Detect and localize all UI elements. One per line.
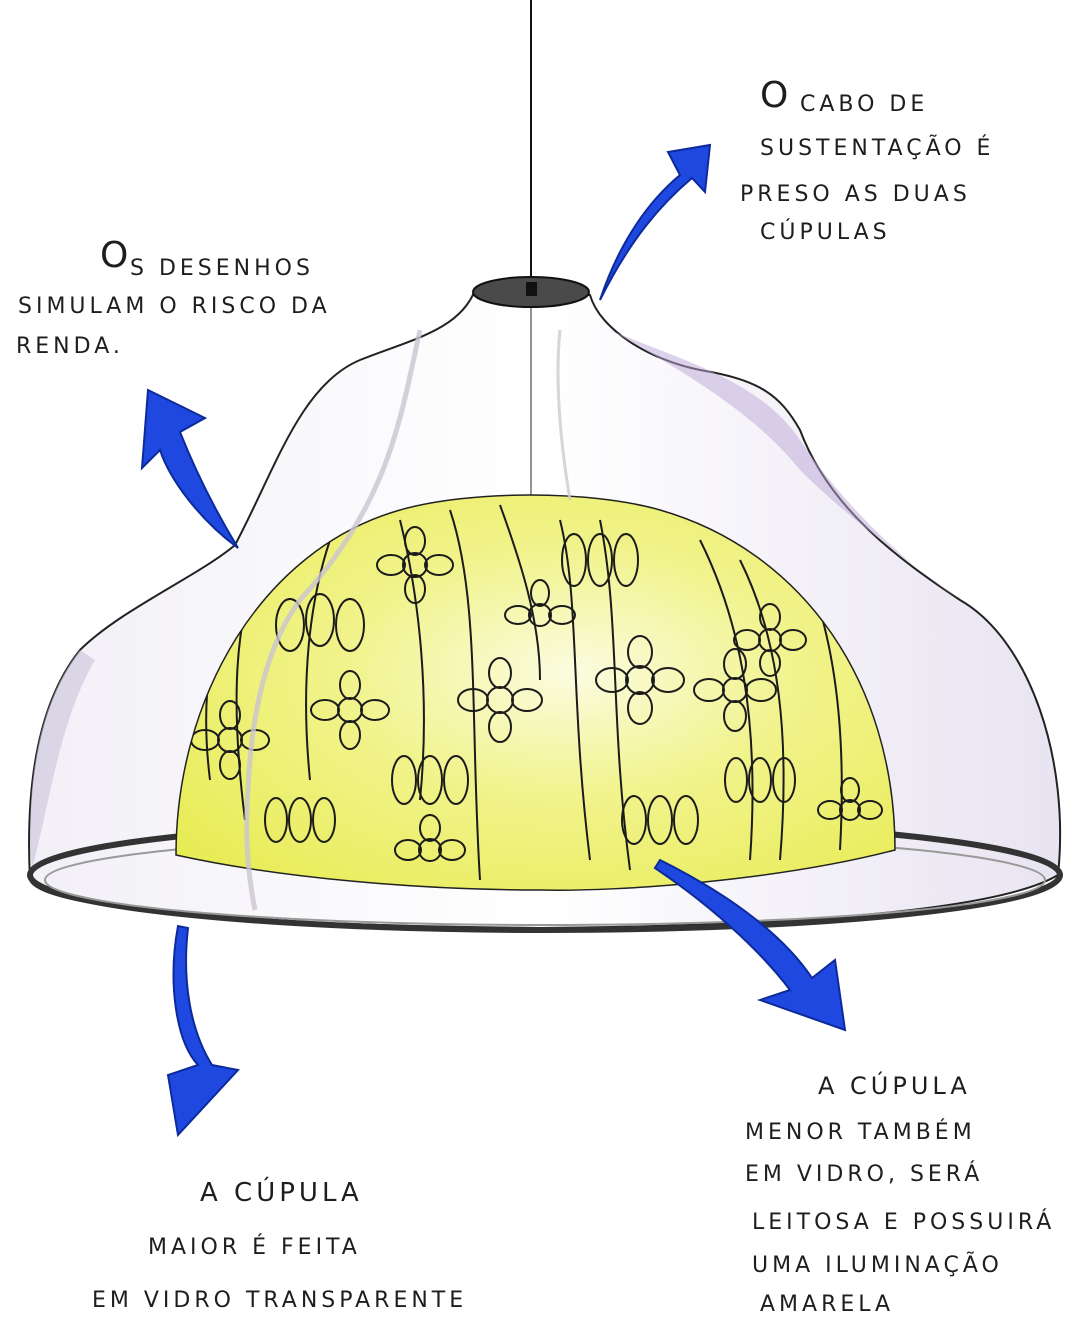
outer-dome-line-3: EM VIDRO TRANSPARENTE bbox=[92, 1290, 467, 1312]
inner-dome-line-2: MENOR TAMBÉM bbox=[745, 1122, 976, 1144]
inner-dome-line-3: EM VIDRO, SERÁ bbox=[745, 1164, 983, 1186]
arrow-cable-icon bbox=[600, 145, 710, 300]
cable-line-1: CABO DE bbox=[800, 94, 928, 116]
arrow-drawings-icon bbox=[142, 390, 238, 548]
cable-first-letter: O bbox=[760, 78, 792, 114]
drawings-line-3: RENDA. bbox=[16, 336, 124, 358]
inner-dome-line-1: A CÚPULA bbox=[818, 1074, 971, 1098]
cable-line-2: SUSTENTAÇÃO É bbox=[760, 138, 994, 160]
inner-dome-line-6: AMARELA bbox=[760, 1294, 894, 1316]
outer-dome-line-1: A CÚPULA bbox=[200, 1180, 363, 1206]
cable-line-4: CÚPULAS bbox=[760, 222, 891, 244]
drawings-line-2: SIMULAM O RISCO DA bbox=[18, 296, 331, 318]
cable-line-3: PRESO AS DUAS bbox=[740, 184, 971, 206]
arrow-outer-dome-icon bbox=[168, 926, 238, 1135]
inner-dome-line-4: LEITOSA E POSSUIRÁ bbox=[752, 1212, 1055, 1234]
outer-dome-line-2: MAIOR É FEITA bbox=[148, 1237, 361, 1259]
drawings-line-1: S DESENHOS bbox=[130, 258, 314, 280]
inner-dome-line-5: UMA ILUMINAÇÃO bbox=[752, 1255, 1003, 1277]
drawings-first-letter: O bbox=[100, 238, 132, 274]
